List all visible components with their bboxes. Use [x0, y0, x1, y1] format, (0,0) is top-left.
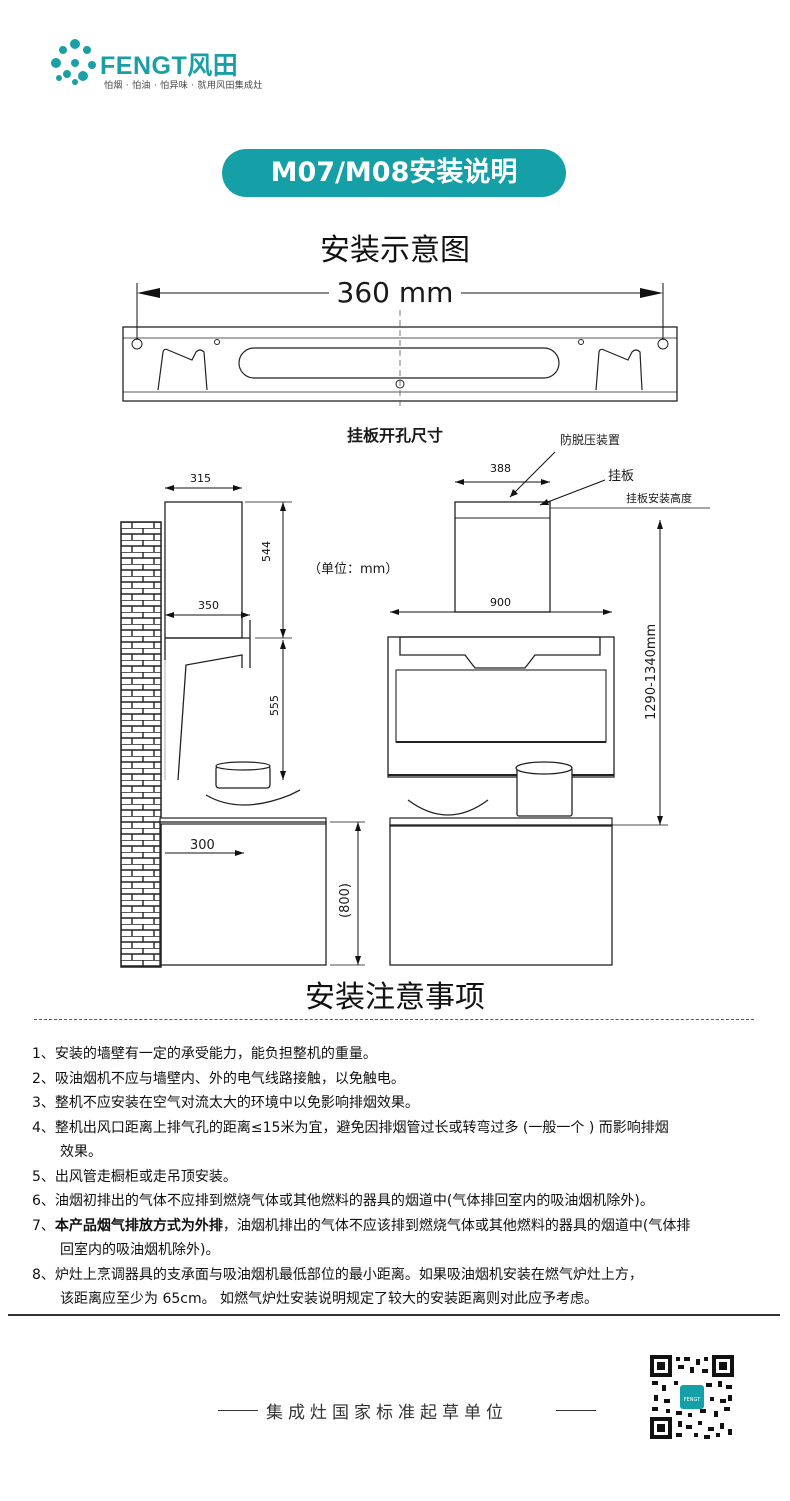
- footer-divider: [8, 1314, 780, 1316]
- footer-dash-right: [556, 1410, 596, 1411]
- dim-upper-width: 388: [490, 462, 511, 475]
- notes-section-title: 安装注意事项: [305, 980, 485, 1015]
- qr-code-icon: FENGT: [650, 1355, 734, 1439]
- dim-lower-height: 555: [268, 695, 281, 716]
- installation-drawing: [120, 451, 710, 968]
- callout-plate-height: 挂板安装高度: [626, 492, 692, 505]
- list-item: 2、吸油烟机不应与墙壁内、外的电气线路接触，以免触电。: [32, 1070, 405, 1087]
- dim-hood-width: 900: [490, 596, 511, 609]
- qr-center-label: FENGT: [684, 1397, 701, 1403]
- brand-slogan: 怕烟 · 怕油 · 怕异味 · 就用风田集成灶: [104, 81, 263, 91]
- dim-body-height: 544: [260, 541, 273, 562]
- list-item: 6、油烟初排出的气体不应排到燃烧气体或其他燃料的器具的烟道中(气体排回室内的吸油…: [32, 1193, 654, 1209]
- footer-dash-left: [218, 1410, 258, 1411]
- dim-top-depth: 315: [190, 472, 211, 485]
- brick-wall: [120, 521, 162, 968]
- dashed-divider: [34, 1019, 754, 1020]
- notes-list: 1、安装的墙壁有一定的承受能力，能负担整机的重量。 2、吸油烟机不应与墙壁内、外…: [32, 1042, 772, 1312]
- footer-text: 集成灶国家标准起草单位: [266, 1403, 508, 1423]
- dim-cabinet-height: (800): [338, 883, 353, 918]
- dim-mount-height: 1290-1340mm: [644, 623, 659, 720]
- dim-lower-depth: 350: [198, 599, 219, 612]
- plate-width-label: 360 mm: [328, 276, 462, 309]
- brand-logo-icon: [51, 39, 96, 85]
- list-item: 1、安装的墙壁有一定的承受能力，能负担整机的重量。: [32, 1046, 377, 1062]
- callout-anti-pressure: 防脱压装置: [560, 433, 621, 447]
- callout-plate: 挂板: [608, 469, 635, 484]
- list-item: 8、炉灶上烹调器具的支承面与吸油烟机最低部位的最小距离。如果吸油烟机安装在燃气炉…: [32, 1266, 643, 1308]
- list-item: 3、整机不应安装在空气对流太大的环境中以免影响排烟效果。: [32, 1095, 419, 1111]
- unit-note: （单位：mm）: [308, 562, 399, 577]
- list-item: 4、整机出风口距离上排气孔的距离≤15米为宜，避免因排烟管过长或转弯过多 (一般…: [32, 1119, 669, 1161]
- plate-caption: 挂板开孔尺寸: [346, 426, 443, 445]
- list-item: 5、出风管走橱柜或走吊顶安装。: [32, 1168, 237, 1185]
- page-title: M07/M08安装说明: [222, 149, 566, 197]
- list-item: 7、本产品烟气排放方式为外排，油烟机排出的气体不应该排到燃烧气体或其他燃料的器具…: [32, 1217, 691, 1259]
- brand-name: FENGT风田: [100, 52, 239, 80]
- diagram-section-title: 安装示意图: [320, 233, 470, 268]
- dim-counter-depth: 300: [190, 838, 215, 853]
